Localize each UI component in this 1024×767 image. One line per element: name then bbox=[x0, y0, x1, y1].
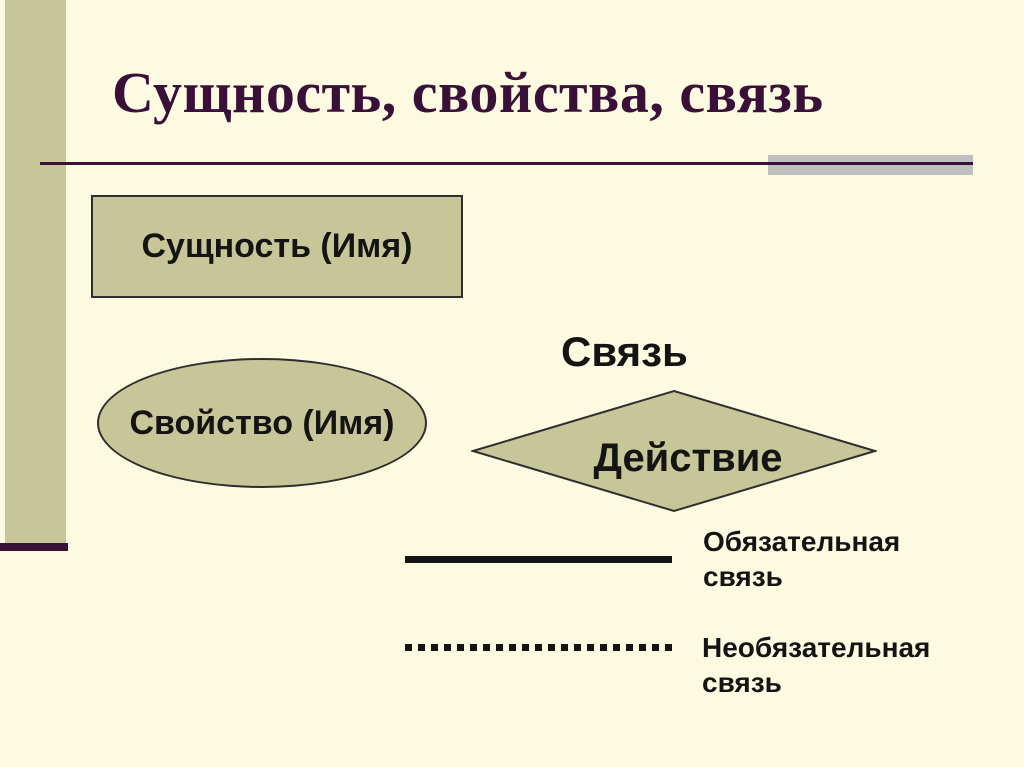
entity-label: Сущность (Имя) bbox=[141, 227, 413, 265]
title-underline bbox=[40, 162, 973, 165]
relation-caption: Связь bbox=[561, 328, 688, 375]
mandatory-line-label: Обязательная связь bbox=[703, 526, 901, 592]
property-shape: Свойство (Имя) bbox=[97, 358, 427, 488]
optional-line-label: Необязательная связь bbox=[702, 632, 931, 698]
optional-line-sample bbox=[405, 644, 672, 651]
title-underline-gray-accent bbox=[768, 155, 973, 175]
mandatory-line-sample bbox=[405, 556, 672, 563]
property-label: Свойство (Имя) bbox=[129, 403, 395, 442]
relation-label: Действие bbox=[593, 435, 783, 480]
relation-diamond-shape bbox=[471, 389, 877, 513]
slide-title: Сущность, свойства, связь bbox=[112, 60, 824, 125]
entity-shape: Сущность (Имя) bbox=[91, 195, 463, 298]
sidebar-accent-bar bbox=[5, 0, 66, 543]
sidebar-end-bar bbox=[0, 543, 68, 551]
